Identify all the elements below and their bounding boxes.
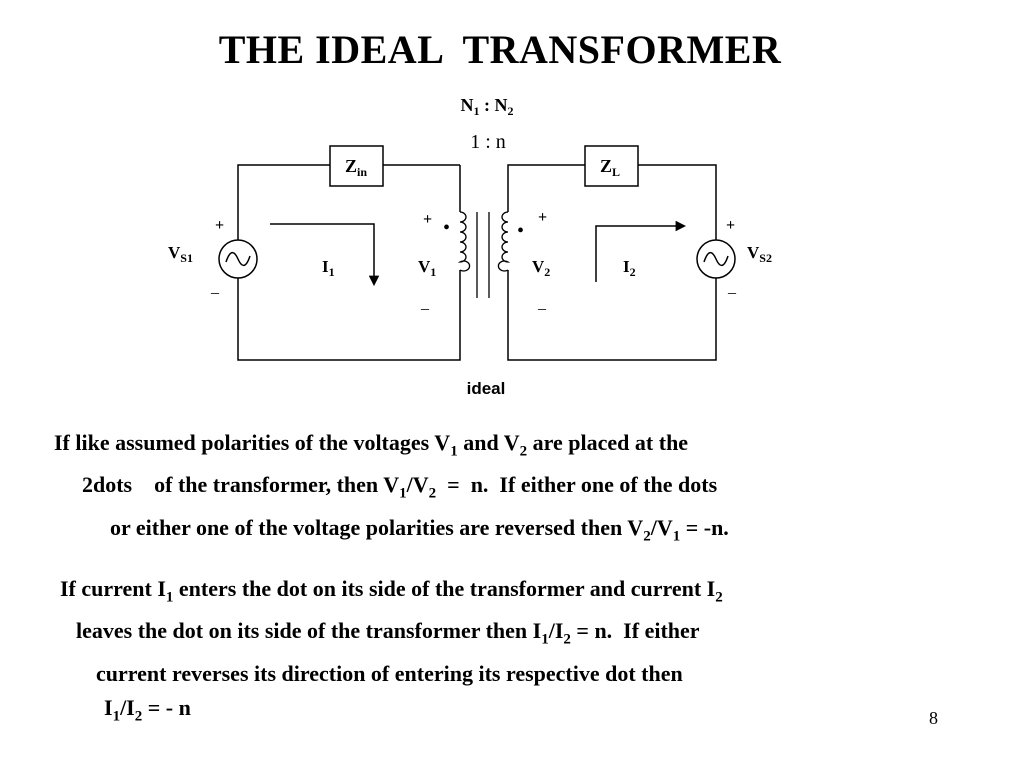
v1-label: V1 [418,257,436,279]
text-line: If like assumed polarities of the voltag… [54,430,689,460]
zl-box [584,145,639,187]
primary-dot: • [443,217,450,239]
paragraph-current-direction: If current I1 enters the dot on its side… [60,572,723,733]
vs1-label: VS1 [168,243,193,265]
sine-icon [703,251,729,267]
primary-coil [457,211,471,272]
secondary-coil [497,211,511,272]
v2-plus: + [538,209,547,226]
vs1-minus: _ [210,279,220,296]
primary-loop-wires [237,164,461,361]
ratio-label: 1 : n [470,131,506,153]
secondary-dot: • [517,220,524,242]
vs2-minus: _ [727,279,737,296]
v1-minus: _ [420,295,430,312]
i2-label: I2 [623,257,636,279]
text-line: 2dots of the transformer, then V1/V2 = n… [82,472,718,502]
zin-box [329,145,384,187]
v2-minus: _ [537,295,547,312]
secondary-loop-wires [507,164,717,361]
zin-label: Zin [345,156,367,179]
transformer-circuit-diagram: N1 : N2 1 : n Zin ZL VS1 + _ VS2 [168,95,772,398]
i2-arrow [595,220,687,282]
text-line: I1/I2 = - n [104,694,191,725]
ideal-label: ideal [467,379,506,398]
text-line: or either one of the voltage polarities … [110,514,729,545]
i1-label: I1 [322,257,335,279]
vs1-plus: + [215,217,224,234]
turns-ratio-label: N1 : N2 [461,95,514,118]
vs2-label: VS2 [747,243,772,265]
v2-label: V2 [532,257,550,279]
page-number: 8 [929,708,938,728]
vs2-plus: + [726,217,735,234]
sine-icon [225,251,251,267]
v1-plus: + [423,211,432,228]
text-line: current reverses its direction of enteri… [96,660,683,686]
paragraph-voltage-polarity: If like assumed polarities of the voltag… [54,426,729,553]
slide-title: THE IDEAL TRANSFORMER [218,27,782,72]
text-line: If current I1 enters the dot on its side… [60,576,723,606]
transformer-symbol: • • [443,211,524,298]
i1-arrow [270,223,380,287]
text-line: leaves the dot on its side of the transf… [76,618,700,648]
zl-label: ZL [600,156,620,179]
